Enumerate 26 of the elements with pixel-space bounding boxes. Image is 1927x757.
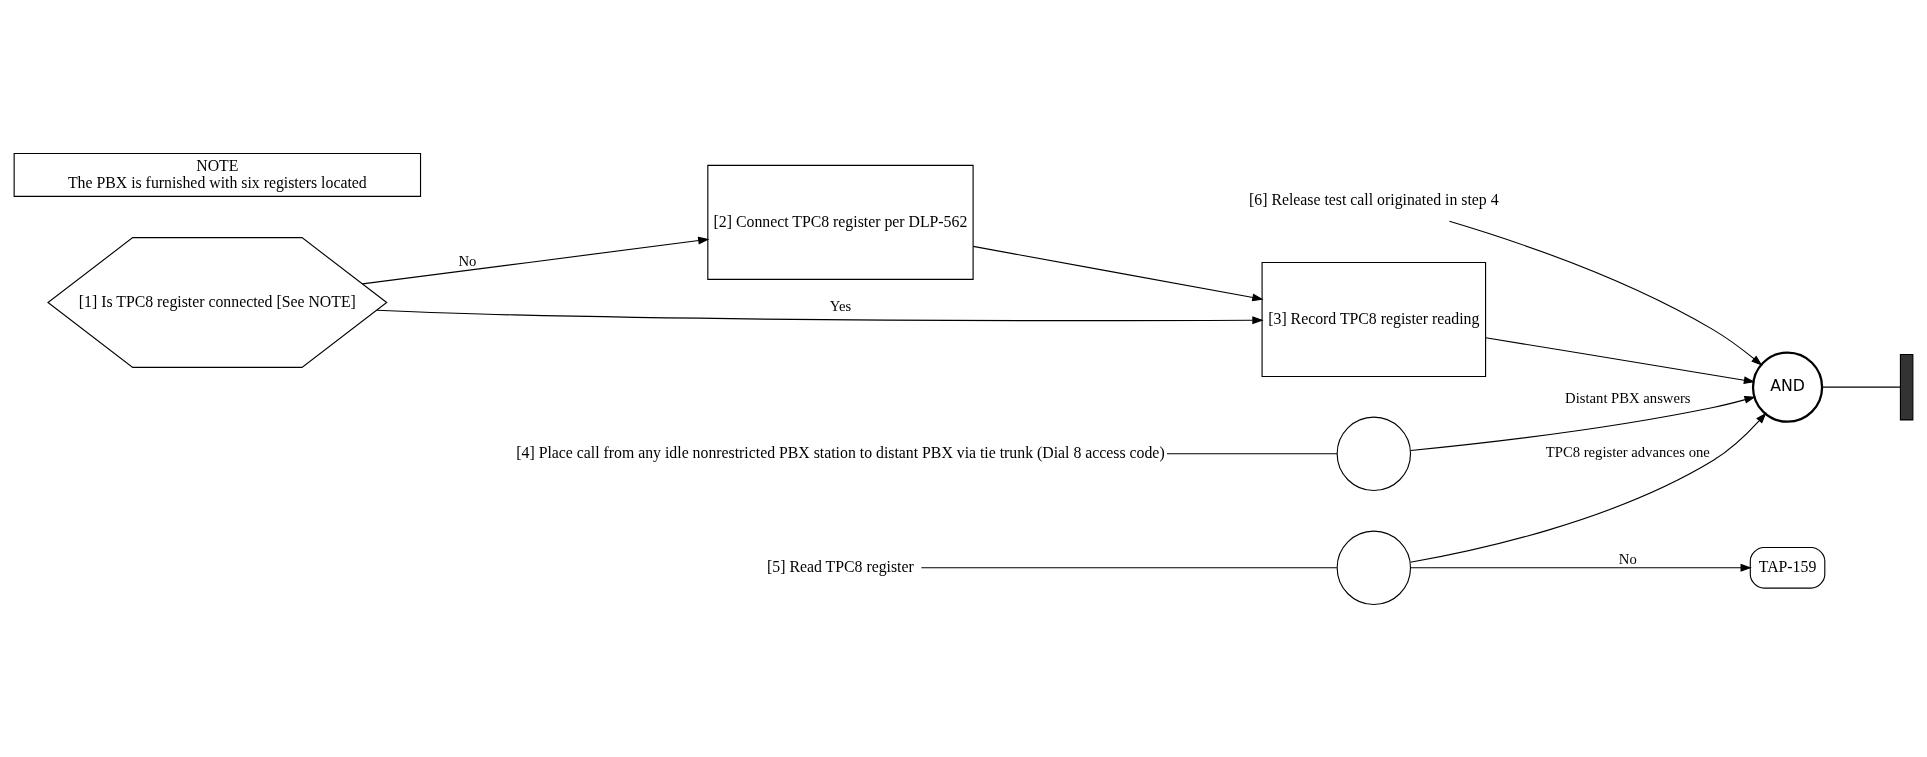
node-circle xyxy=(1336,530,1412,605)
node-box: TAP-159 xyxy=(1749,546,1826,589)
arrow xyxy=(1410,395,1756,451)
arrow xyxy=(1409,412,1767,563)
node-box: [3] Record TPC8 register reading xyxy=(1261,261,1487,377)
edge-label: Distant PBX answers xyxy=(1565,389,1691,406)
connector xyxy=(1166,452,1338,454)
arrow xyxy=(1485,336,1756,384)
node-text: [6] Release test call originated in step 4 xyxy=(1249,190,1499,208)
node-bar xyxy=(1899,353,1914,420)
edge-label: TPC8 register advances one xyxy=(1545,442,1710,459)
arrow xyxy=(376,309,1264,324)
arrow xyxy=(1448,220,1763,366)
connector xyxy=(920,566,1338,568)
node-text: [4] Place call from any idle nonrestricted PBX station to distant PBX via tie trunk (Dial 8 access code) xyxy=(516,443,1165,461)
connector xyxy=(1821,386,1901,388)
arrow xyxy=(1410,563,1752,572)
arrow xyxy=(361,236,710,284)
arrow xyxy=(972,245,1264,301)
edge-label: No xyxy=(1618,550,1637,567)
node-box: [2] Connect TPC8 register per DLP-562 xyxy=(707,164,974,280)
node-box: NOTE The PBX is furnished with six registers located xyxy=(13,152,422,197)
edge-label: No xyxy=(458,252,477,269)
node-circle xyxy=(1336,416,1412,491)
edge-label: Yes xyxy=(829,297,852,314)
node-text: [5] Read TPC8 register xyxy=(767,557,914,575)
